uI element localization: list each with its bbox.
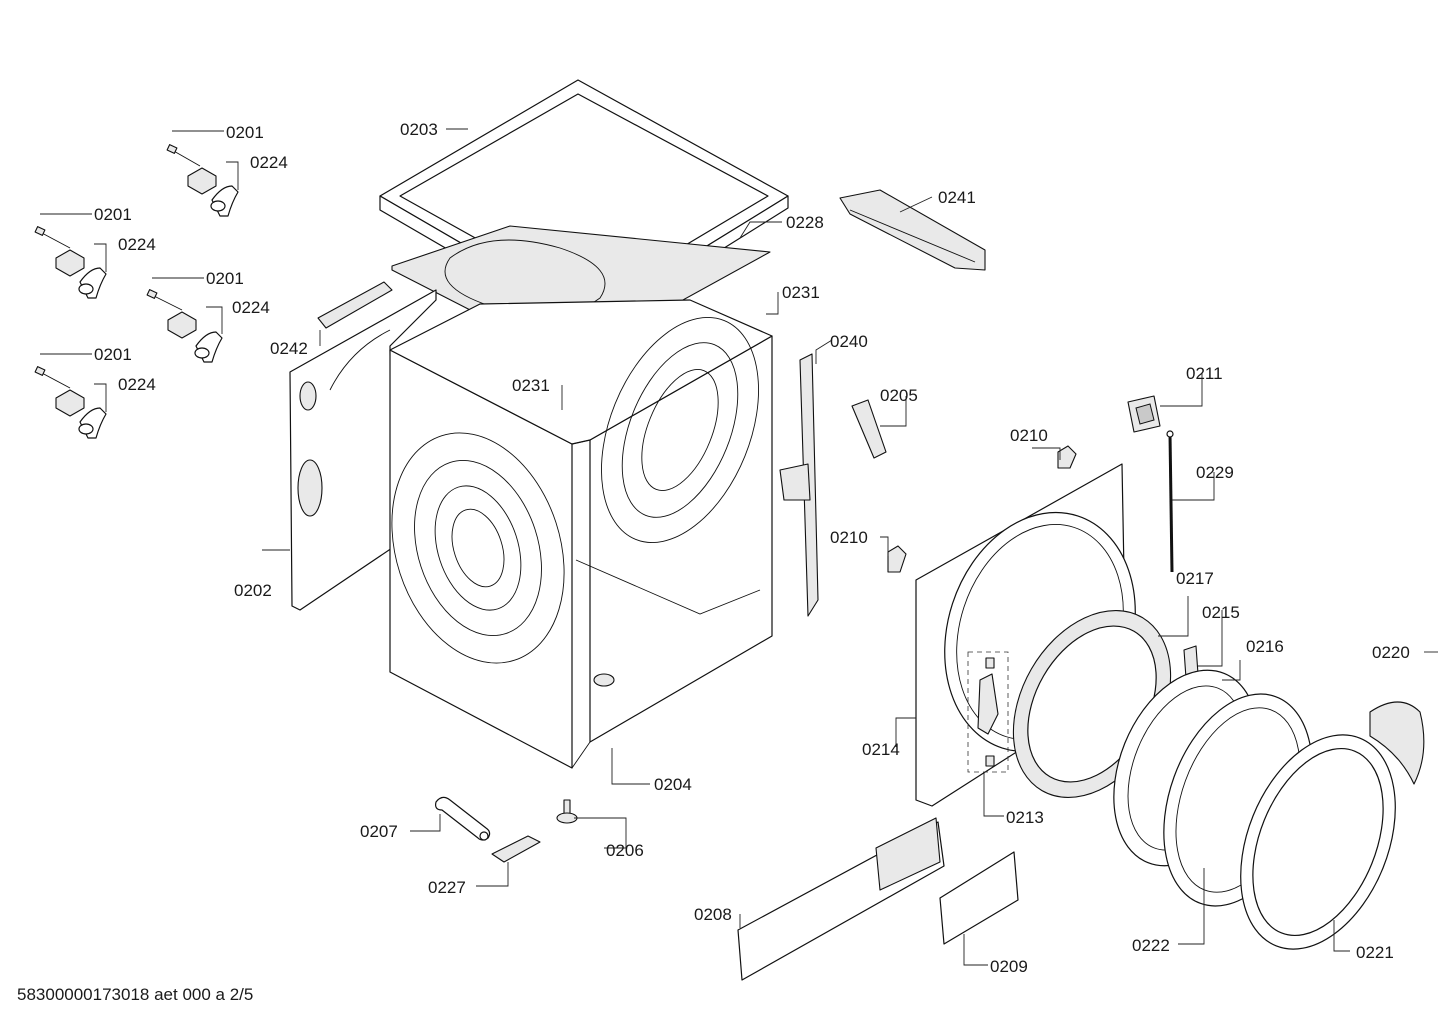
bolt-bracket-set-3 [146, 289, 223, 363]
part-label: 0213 [1006, 808, 1044, 827]
rod-part [1166, 430, 1174, 573]
part-label: 0201 [206, 269, 244, 288]
part-label: 0222 [1132, 936, 1170, 955]
bolt-bracket-set-4 [34, 366, 107, 439]
part-label: 0211 [1186, 364, 1223, 383]
rail-bracket-part [317, 281, 393, 329]
part-label: 0240 [830, 332, 868, 351]
part-label: 0224 [232, 298, 270, 317]
front-bracket-part [851, 399, 887, 459]
part-label: 0204 [654, 775, 692, 794]
part-label: 0206 [606, 841, 644, 860]
document-id-footer: 58300000173018 aet 000 a 2/5 [17, 985, 253, 1004]
part-label: 0242 [270, 339, 308, 358]
part-label: 0216 [1246, 637, 1284, 656]
part-label: 0227 [428, 878, 466, 897]
part-label: 0228 [786, 213, 824, 232]
part-label: 0217 [1176, 569, 1214, 588]
part-label: 0215 [1202, 603, 1240, 622]
vertical-rail-part [779, 353, 819, 617]
drawer-cover-part [939, 851, 1019, 945]
clip-part [491, 835, 541, 863]
part-label: 0231 [512, 376, 550, 395]
bolt-bracket-set-2 [34, 226, 107, 299]
part-label: 0224 [250, 153, 288, 172]
bolt-bracket-set-1 [166, 144, 239, 217]
leader-lines [40, 128, 1438, 966]
part-label: 0241 [938, 188, 976, 207]
control-module-part [1127, 395, 1161, 433]
part-label: 0214 [862, 740, 900, 759]
part-label: 0201 [94, 205, 132, 224]
part-label: 0201 [94, 345, 132, 364]
cabinet-housing-part [389, 299, 773, 769]
foot-part [556, 799, 578, 824]
latch-clip-bottom-part [887, 545, 907, 573]
part-label: 0224 [118, 235, 156, 254]
outer-door-ring-part [1240, 734, 1396, 950]
part-label: 0207 [360, 822, 398, 841]
part-label: 0210 [1010, 426, 1048, 445]
part-label: 0210 [830, 528, 868, 547]
part-label: 0229 [1196, 463, 1234, 482]
part-label: 0202 [234, 581, 272, 600]
part-label: 0209 [990, 957, 1028, 976]
part-label: 0203 [400, 120, 438, 139]
wrench-part [435, 796, 491, 841]
latch-clip-top-part [1057, 445, 1077, 469]
part-label: 0208 [694, 905, 732, 924]
part-labels: 0201 0224 0201 0224 0201 0224 0201 0224 … [94, 120, 1410, 976]
part-label: 0220 [1372, 643, 1410, 662]
door-handle-part [1369, 701, 1425, 785]
part-label: 0205 [880, 386, 918, 405]
detergent-drawer-part [737, 817, 945, 981]
door-lock-part [967, 651, 1009, 773]
part-label: 0231 [782, 283, 820, 302]
part-label: 0221 [1356, 943, 1394, 962]
part-label: 0224 [118, 375, 156, 394]
top-rail-part [839, 189, 986, 271]
part-label: 0201 [226, 123, 264, 142]
